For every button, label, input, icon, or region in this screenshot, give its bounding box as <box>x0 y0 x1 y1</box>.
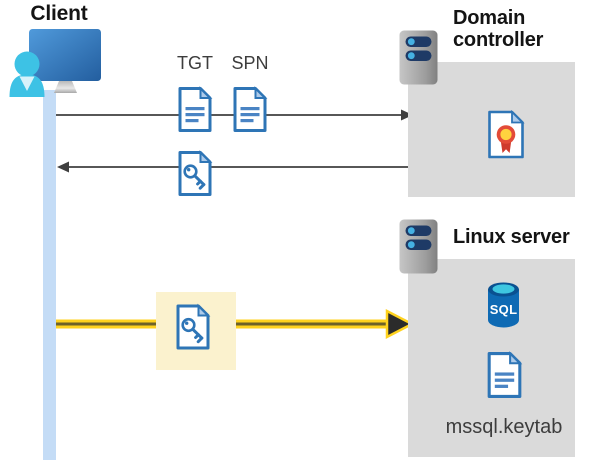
server-icon <box>399 30 438 85</box>
key-document-icon <box>178 150 213 196</box>
key-glyph <box>183 164 206 190</box>
spn-document-icon <box>233 86 268 132</box>
domain-controller-label: Domain controller <box>453 7 544 51</box>
sql-badge-label: SQL <box>489 302 518 317</box>
server-icon <box>399 219 438 274</box>
spn-label: SPN <box>231 53 269 73</box>
monitor-icon <box>29 29 101 81</box>
client-workstation-icon <box>9 29 101 97</box>
client-label: Client <box>30 2 88 25</box>
ticket-request-arrow <box>56 109 413 121</box>
tgt-document-icon <box>178 86 213 132</box>
client-lifeline <box>43 90 56 460</box>
monitor-stand <box>54 81 77 93</box>
key-document-icon <box>176 303 211 350</box>
keytab-filename-label: mssql.keytab <box>445 416 563 438</box>
certificate-icon <box>488 110 525 159</box>
sql-database-icon <box>488 282 519 328</box>
ticket-response-arrow <box>57 161 413 173</box>
linux-server-label: Linux server <box>453 226 570 248</box>
key-glyph <box>181 317 204 344</box>
keytab-document-icon <box>487 351 523 398</box>
tgt-label: TGT <box>177 53 213 73</box>
person-icon <box>9 51 45 97</box>
